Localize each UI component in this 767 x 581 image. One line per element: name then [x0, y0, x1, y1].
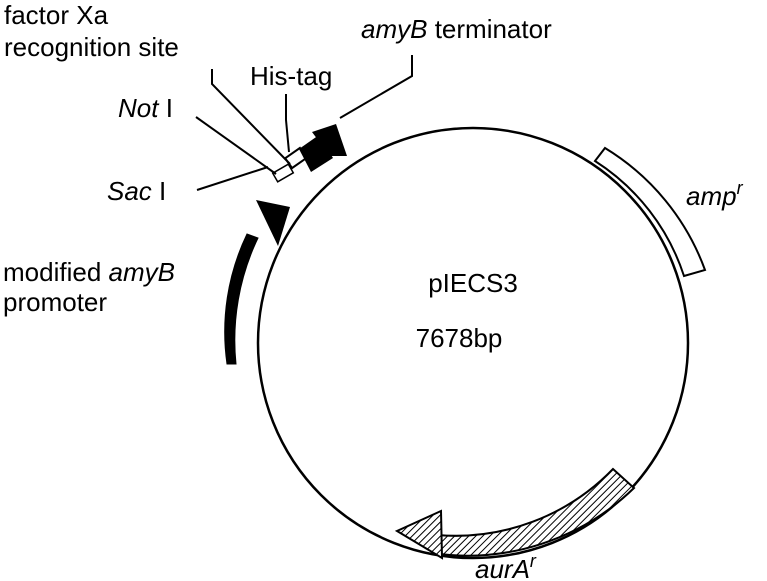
plasmid-backbone: [256, 126, 690, 560]
amp-r-feature: [593, 146, 707, 278]
factor-xa-label: factor Xa: [4, 0, 109, 30]
promoter-label: modified amyB: [3, 257, 175, 287]
plasmid-name: pIECS3: [428, 268, 518, 298]
terminator-feature: [299, 124, 347, 172]
leader-factor-xa: [211, 69, 291, 165]
promoter-feature: [224, 200, 290, 365]
plasmid-size: 7678bp: [416, 323, 503, 353]
aura-r-body: [430, 467, 636, 557]
leader-sac-i: [196, 166, 269, 191]
amyb-terminator-label: amyB terminator: [361, 14, 552, 44]
leader-his-tag: [285, 94, 290, 153]
his-tag-label: His-tag: [250, 61, 332, 91]
terminator-arrowhead: [312, 124, 347, 156]
promoter-label-line2: promoter: [3, 287, 107, 317]
not-i-label: Not I: [118, 93, 173, 123]
leader-terminator: [339, 55, 413, 119]
amp-r-label: ampr: [686, 178, 744, 211]
sac-i-site: [271, 163, 295, 183]
promoter-arc: [224, 233, 259, 365]
factor-xa-label-line2: recognition site: [4, 32, 179, 62]
aura-r-feature: [394, 467, 636, 560]
leader-not-i: [195, 116, 277, 175]
promoter-arrowhead: [256, 200, 290, 246]
aura-r-arrowhead: [394, 509, 444, 560]
aura-r-label: aurAr: [475, 551, 537, 581]
sac-i-label: Sac I: [107, 176, 166, 206]
